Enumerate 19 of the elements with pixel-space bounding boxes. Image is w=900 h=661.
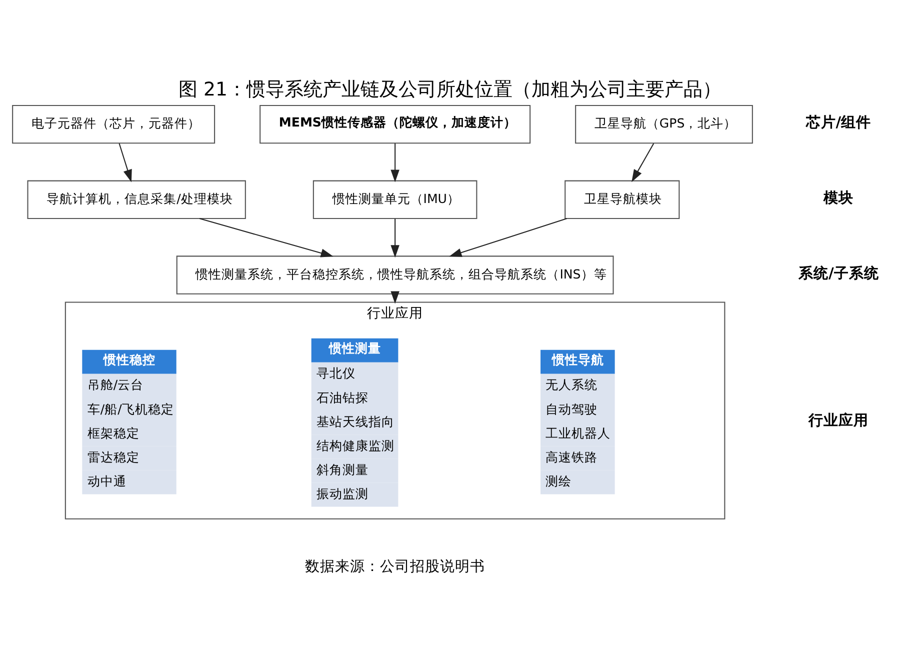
label: 系统/子系统	[798, 264, 879, 282]
diagram-title: 图 21：惯导系统产业链及公司所处位置（加粗为公司主要产品）	[178, 78, 722, 100]
label: 模块	[824, 188, 854, 206]
arrow	[390, 142, 400, 182]
arrow	[449, 218, 568, 256]
node-box: 卫星导航模块	[564, 180, 680, 219]
arrow	[199, 218, 334, 257]
node-box: 电子元器件（芯片，元器件）	[12, 104, 216, 144]
caption: 数据来源：公司招股说明书	[305, 557, 486, 574]
node-box: MEMS惯性传感器（陀螺仪，加速度计）	[260, 104, 531, 144]
arrow	[632, 142, 654, 182]
node-box: 导航计算机，信息采集/处理模块	[27, 180, 246, 219]
arrow	[118, 142, 132, 182]
arrow	[390, 290, 400, 304]
label: 行业应用	[808, 411, 868, 428]
node-box: 卫星导航（GPS，北斗）	[575, 104, 753, 144]
label: 芯片/组件	[806, 114, 872, 131]
node-box: 惯性测量单元（IMU）	[312, 180, 478, 219]
arrow	[390, 218, 400, 258]
